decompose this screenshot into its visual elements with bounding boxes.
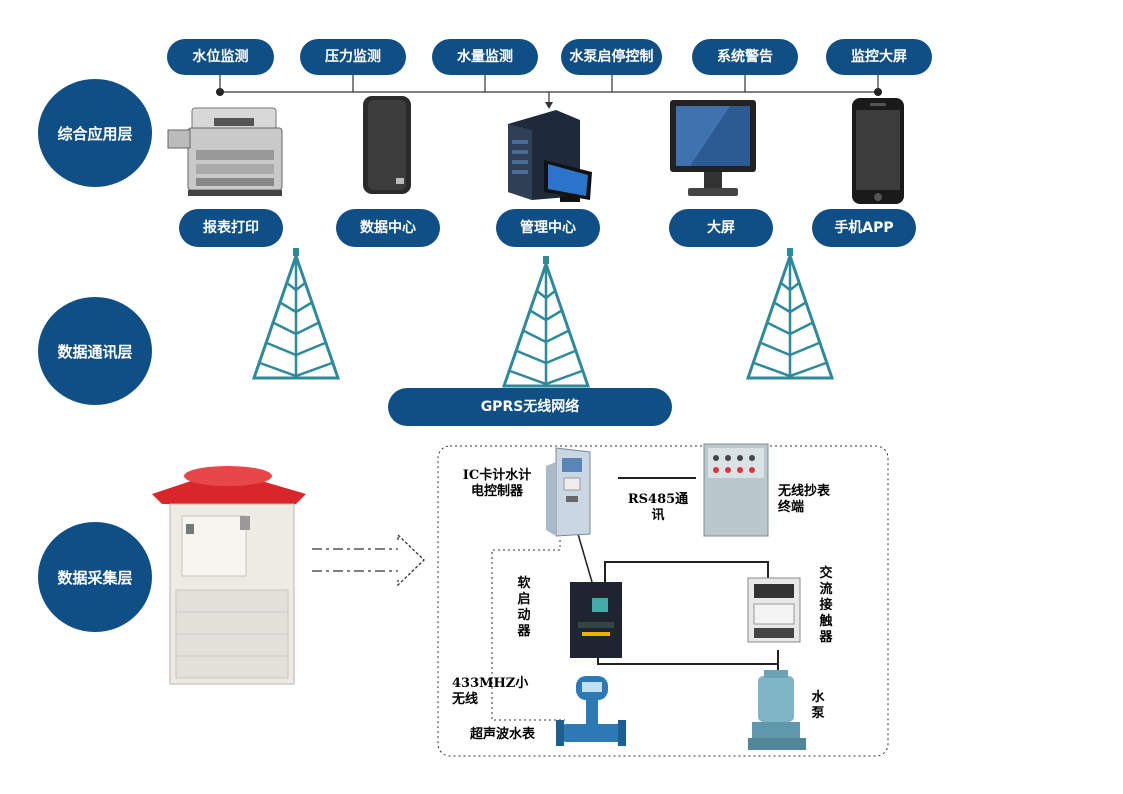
server-icon — [508, 110, 592, 202]
device-data-center: 数据中心 — [336, 209, 440, 247]
soft-starter-icon — [570, 582, 622, 658]
wireless-terminal-icon — [703, 443, 769, 537]
function-system-alarm: 系统警告 — [692, 39, 798, 75]
ic-controller-label: IC卡计水计电控制器 — [462, 468, 532, 499]
well-cabinet-icon — [152, 466, 306, 685]
layer-acquisition: 数据采集层 — [38, 522, 152, 632]
ac-contactor-icon — [747, 577, 801, 643]
function-pump-control: 水泵启停控制 — [561, 39, 662, 75]
rs485-label: RS485通讯 — [627, 492, 689, 523]
function-monitor-screen: 监控大屏 — [826, 39, 932, 75]
smartphone-icon — [852, 98, 904, 204]
pump-label: 水泵 — [811, 690, 825, 721]
layer-application: 综合应用层 — [38, 79, 152, 187]
wireless-terminal-label: 无线抄表终端 — [778, 484, 831, 515]
monitor-icon — [670, 100, 756, 196]
device-management-center: 管理中心 — [496, 209, 600, 247]
device-mobile-app: 手机APP — [812, 209, 916, 247]
function-pressure: 压力监测 — [300, 39, 406, 75]
gprs-network: GPRS无线网络 — [388, 388, 672, 426]
ultrasonic-meter-label: 超声波水表 — [470, 727, 536, 742]
layer-communication: 数据通讯层 — [38, 297, 152, 405]
wireless-433-label: 433MHZ小无线 — [452, 676, 529, 707]
printer-icon — [167, 107, 283, 196]
soft-starter-label: 软启动器 — [517, 576, 531, 639]
contactor-label: 交流接触器 — [819, 566, 833, 645]
device-report-print: 报表打印 — [179, 209, 283, 247]
water-pump-icon — [748, 670, 806, 750]
function-water-volume: 水量监测 — [432, 39, 538, 75]
ic-card-controller-icon — [546, 447, 591, 537]
function-water-level: 水位监测 — [167, 39, 274, 75]
device-big-screen: 大屏 — [669, 209, 773, 247]
ultrasonic-meter-icon — [556, 676, 626, 746]
storage-drive-icon — [363, 96, 411, 194]
